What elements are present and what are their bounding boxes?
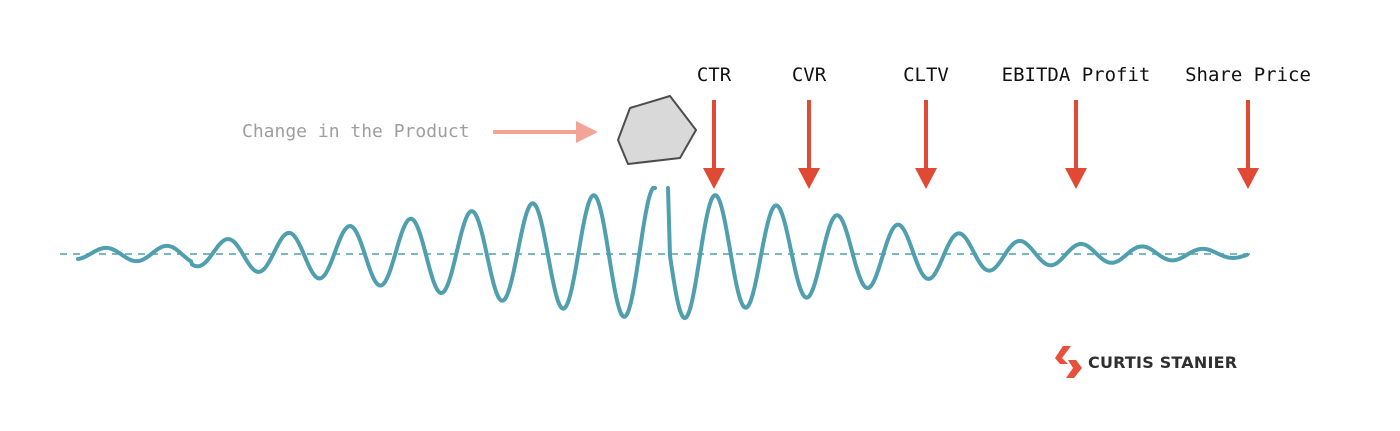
metric-arrow-cltv-icon — [915, 100, 937, 189]
curtis-stanier-logo-icon — [1055, 346, 1082, 378]
cause-label: Change in the Product — [242, 121, 470, 142]
metric-arrow-share-price-icon — [1237, 100, 1259, 189]
metric-label-cvr: CVR — [792, 64, 827, 86]
rock-icon — [617, 95, 697, 165]
ripple-wave-right — [666, 186, 1249, 321]
cause-arrow-icon — [493, 121, 598, 143]
ripple-wave-left — [76, 186, 657, 319]
metric-arrow-ebitda-profit-icon — [1065, 100, 1087, 189]
metric-label-ebitda-profit: EBITDA Profit — [1002, 64, 1151, 86]
metric-arrow-cvr-icon — [798, 100, 820, 189]
brand: CURTIS STANIER — [1055, 346, 1237, 378]
metric-label-cltv: CLTV — [903, 64, 949, 86]
brand-name: CURTIS STANIER — [1088, 353, 1237, 372]
metric-label-ctr: CTR — [697, 64, 732, 86]
metric-label-share-price: Share Price — [1185, 64, 1311, 86]
metric-arrow-ctr-icon — [703, 100, 725, 189]
